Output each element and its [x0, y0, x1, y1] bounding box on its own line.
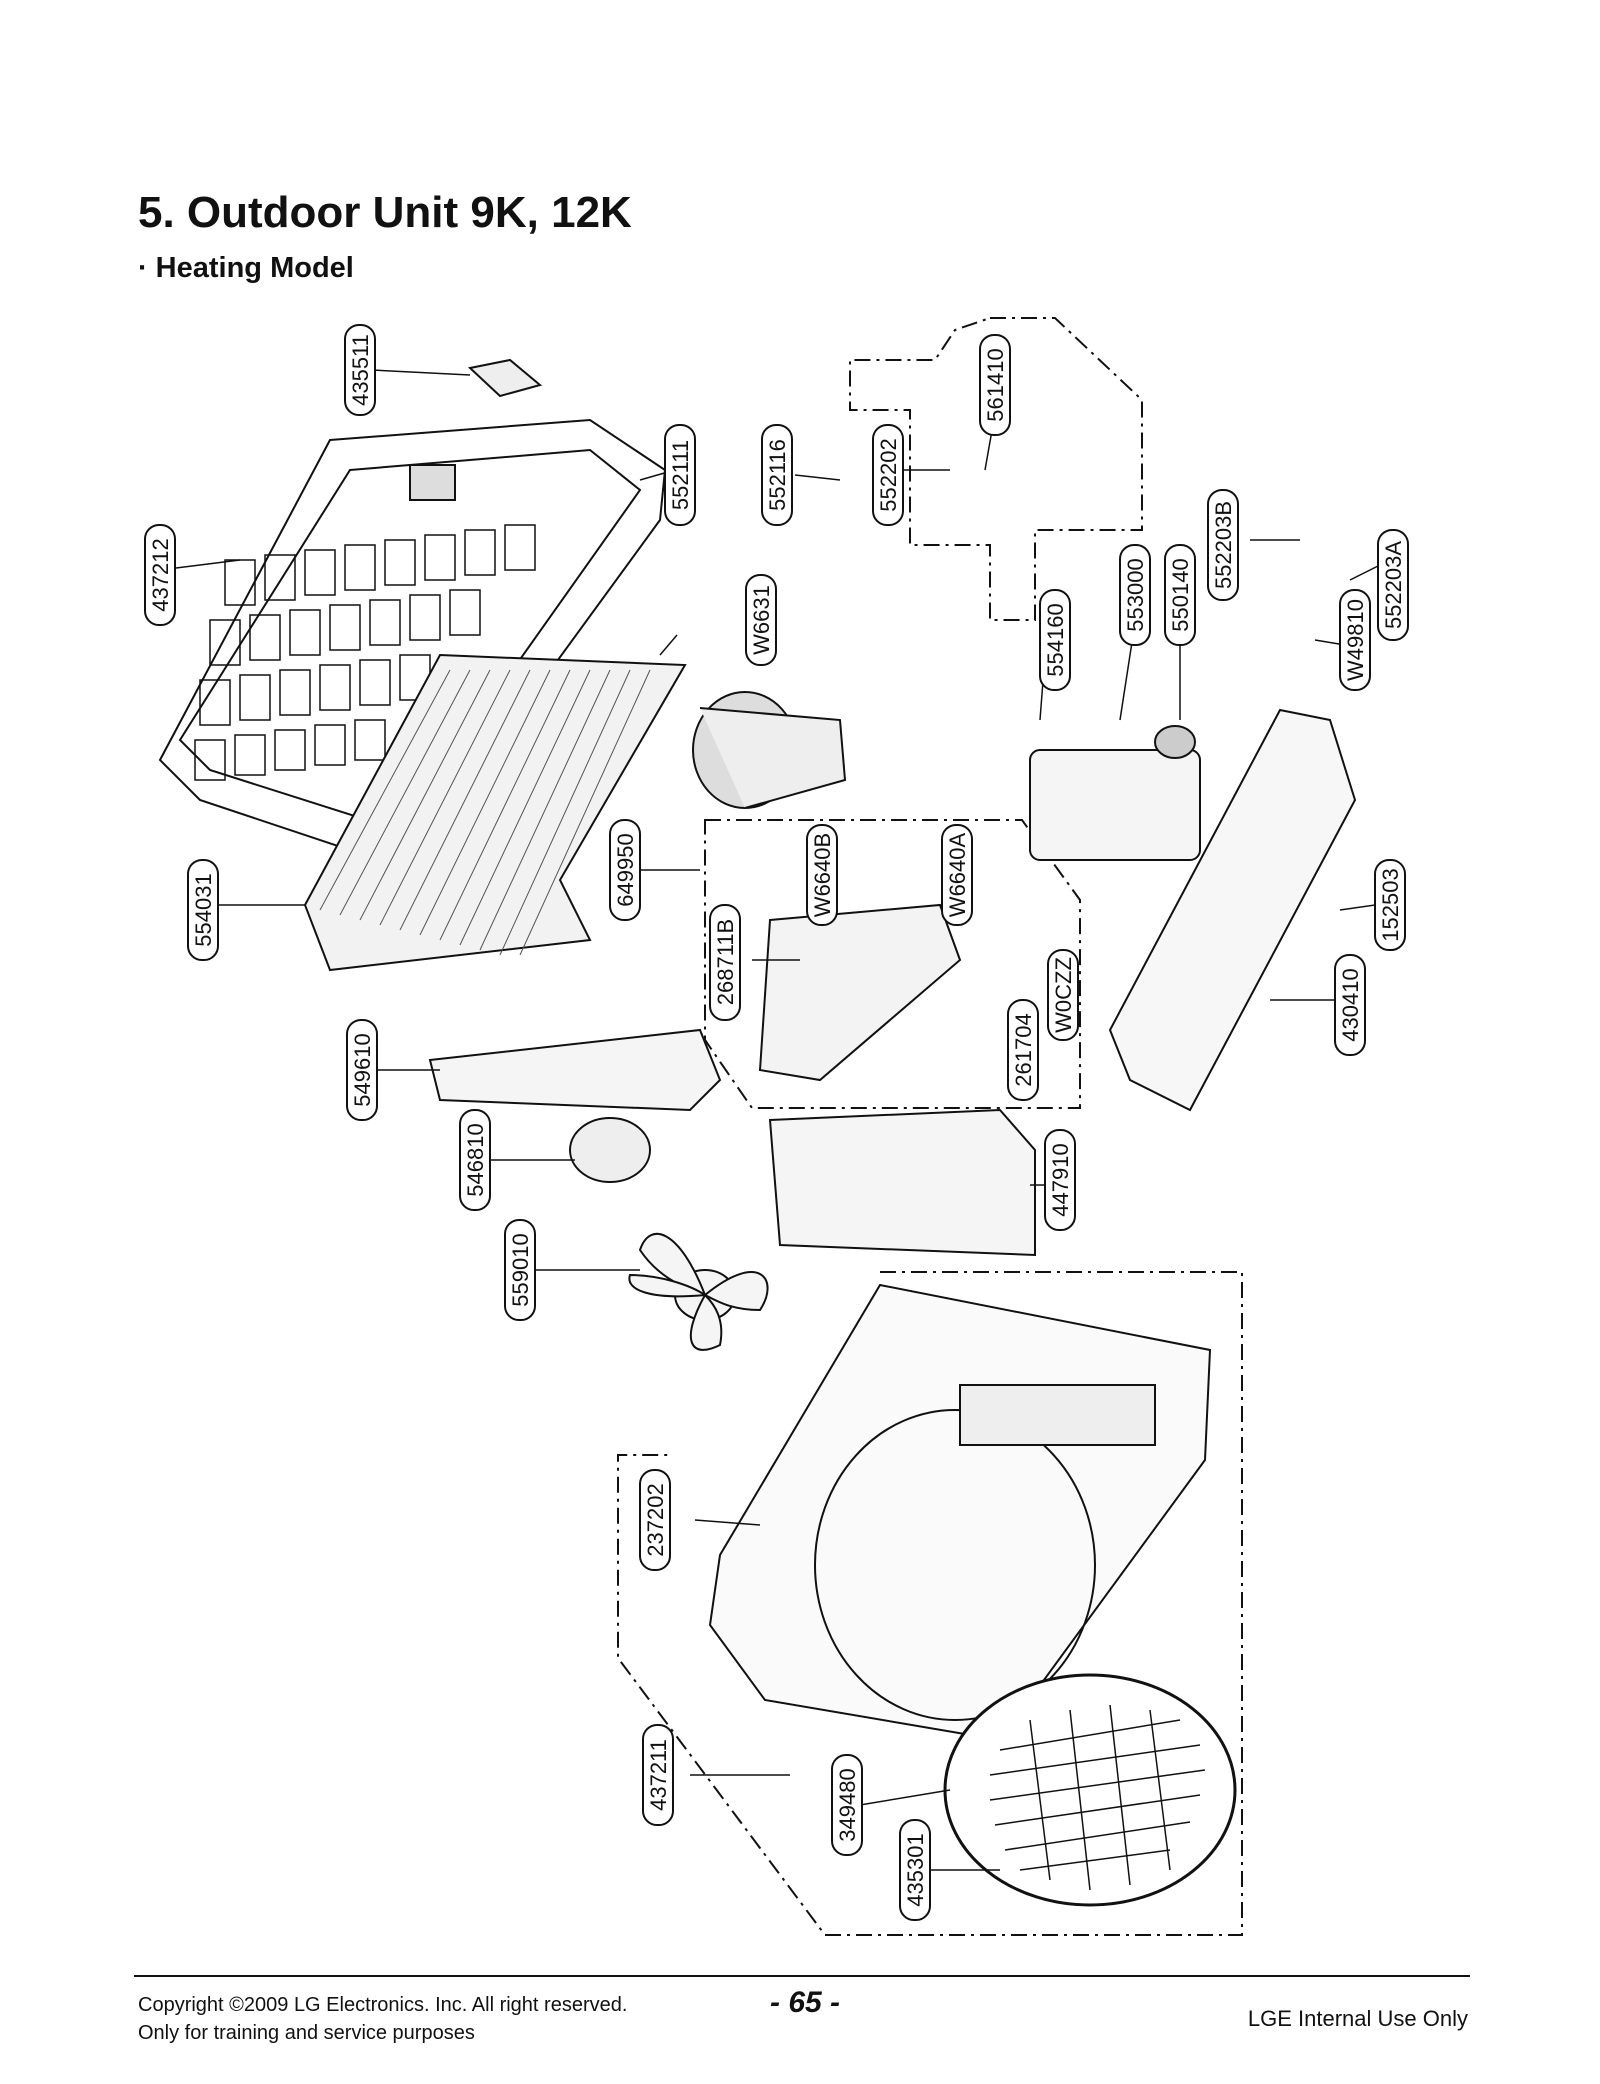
callout-W6640A: W6640A — [941, 824, 973, 926]
svg-text:554160: 554160 — [1043, 603, 1068, 676]
svg-text:W6631: W6631 — [749, 585, 774, 655]
callout-561410: 561410 — [979, 334, 1011, 436]
rear-cabinet-drawing — [158, 418, 667, 882]
svg-text:554031: 554031 — [191, 873, 216, 946]
callout-552111: 552111 — [664, 424, 696, 526]
svg-text:W0CZZ: W0CZZ — [1051, 957, 1076, 1033]
callout-550140: 550140 — [1164, 544, 1196, 646]
callout-554031: 554031 — [187, 859, 219, 961]
callout-553000: 553000 — [1119, 544, 1151, 646]
svg-text:552202: 552202 — [876, 438, 901, 511]
cabinet-vent-grid — [194, 524, 536, 781]
callout-549610: 549610 — [346, 1019, 378, 1121]
svg-text:349480: 349480 — [835, 1768, 860, 1841]
condenser-coil-drawing — [303, 653, 687, 972]
callout-261704: 261704 — [1007, 999, 1039, 1101]
svg-text:435301: 435301 — [903, 1833, 928, 1906]
callout-552203A: 552203A — [1377, 529, 1409, 641]
svg-text:552203B: 552203B — [1211, 501, 1236, 589]
svg-text:546810: 546810 — [463, 1123, 488, 1196]
callout-552116: 552116 — [761, 424, 793, 526]
svg-text:649950: 649950 — [613, 833, 638, 906]
front-panel-outline — [617, 1271, 1243, 1936]
copyright-line-2: Only for training and service purposes — [138, 2022, 475, 2044]
svg-text:559010: 559010 — [508, 1233, 533, 1306]
svg-text:552203A: 552203A — [1381, 541, 1406, 629]
callout-437212: 437212 — [144, 524, 176, 626]
svg-text:447910: 447910 — [1048, 1143, 1073, 1216]
svg-text:W49810: W49810 — [1343, 599, 1368, 681]
callout-559010: 559010 — [504, 1219, 536, 1321]
callout-546810: 546810 — [459, 1109, 491, 1211]
callout-349480: 349480 — [831, 1754, 863, 1856]
callout-447910: 447910 — [1044, 1129, 1076, 1231]
callout-152503: 152503 — [1374, 859, 1406, 951]
section-subtitle: ·Heating Model — [138, 252, 354, 285]
propeller-fan-drawing — [628, 1232, 769, 1351]
svg-text:437212: 437212 — [148, 538, 173, 611]
control-box-drawing — [758, 903, 962, 1082]
svg-text:W6640A: W6640A — [945, 832, 970, 917]
callout-435301: 435301 — [899, 1819, 931, 1921]
svg-text:237202: 237202 — [643, 1483, 668, 1556]
callout-554160: 554160 — [1039, 589, 1071, 691]
partition-drawing — [428, 1028, 722, 1112]
svg-text:261704: 261704 — [1011, 1013, 1036, 1086]
svg-text:553000: 553000 — [1123, 558, 1148, 631]
part-callouts: 435511 437212 552111 552116 552202 56141… — [144, 324, 1409, 1921]
copyright-line-1: Copyright ©2009 LG Electronics. Inc. All… — [138, 1994, 628, 2016]
fan-motor-drawing — [569, 1117, 651, 1183]
shroud-drawing — [768, 1108, 1036, 1257]
callout-W6631: W6631 — [745, 574, 777, 666]
svg-text:268711B: 268711B — [713, 919, 738, 1005]
callout-430410: 430410 — [1334, 954, 1366, 1056]
svg-text:437211: 437211 — [646, 1739, 671, 1811]
svg-text:552111: 552111 — [668, 440, 693, 510]
internal-use-notice: LGE Internal Use Only — [1247, 2006, 1468, 2031]
callout-649950: 649950 — [609, 819, 641, 921]
subtitle-text: Heating Model — [155, 252, 354, 284]
svg-text:549610: 549610 — [350, 1033, 375, 1106]
svg-text:430410: 430410 — [1338, 968, 1363, 1041]
svg-text:561410: 561410 — [983, 348, 1008, 421]
front-panel-drawing — [708, 1283, 1212, 1742]
callout-W0CZZ: W0CZZ — [1047, 949, 1079, 1041]
compressor-drawing — [692, 691, 1201, 861]
page-number: - 65 - — [770, 1986, 841, 2019]
svg-text:552116: 552116 — [765, 439, 790, 511]
callout-W6640B: W6640B — [806, 824, 838, 926]
subtitle-bullet: · — [138, 252, 148, 284]
callout-435511: 435511 — [344, 324, 376, 416]
top-cover-drawing — [467, 358, 543, 398]
callout-552203B: 552203B — [1207, 489, 1239, 601]
page-title: 5. Outdoor Unit 9K, 12K — [138, 188, 632, 237]
callout-237202: 237202 — [639, 1469, 671, 1571]
refrigerant-group-outline — [849, 317, 1143, 621]
base-pan-drawing — [1108, 708, 1357, 1112]
svg-text:152503: 152503 — [1378, 868, 1403, 941]
callout-268711B: 268711B — [709, 904, 741, 1021]
callout-552202: 552202 — [872, 424, 904, 526]
callout-W49810: W49810 — [1339, 589, 1371, 691]
svg-text:550140: 550140 — [1168, 558, 1193, 631]
callout-437211: 437211 — [642, 1724, 674, 1826]
svg-text:435511: 435511 — [348, 334, 373, 406]
footer-divider — [134, 1975, 1470, 1977]
fan-guard-drawing — [943, 1673, 1237, 1907]
svg-text:W6640B: W6640B — [810, 833, 835, 917]
